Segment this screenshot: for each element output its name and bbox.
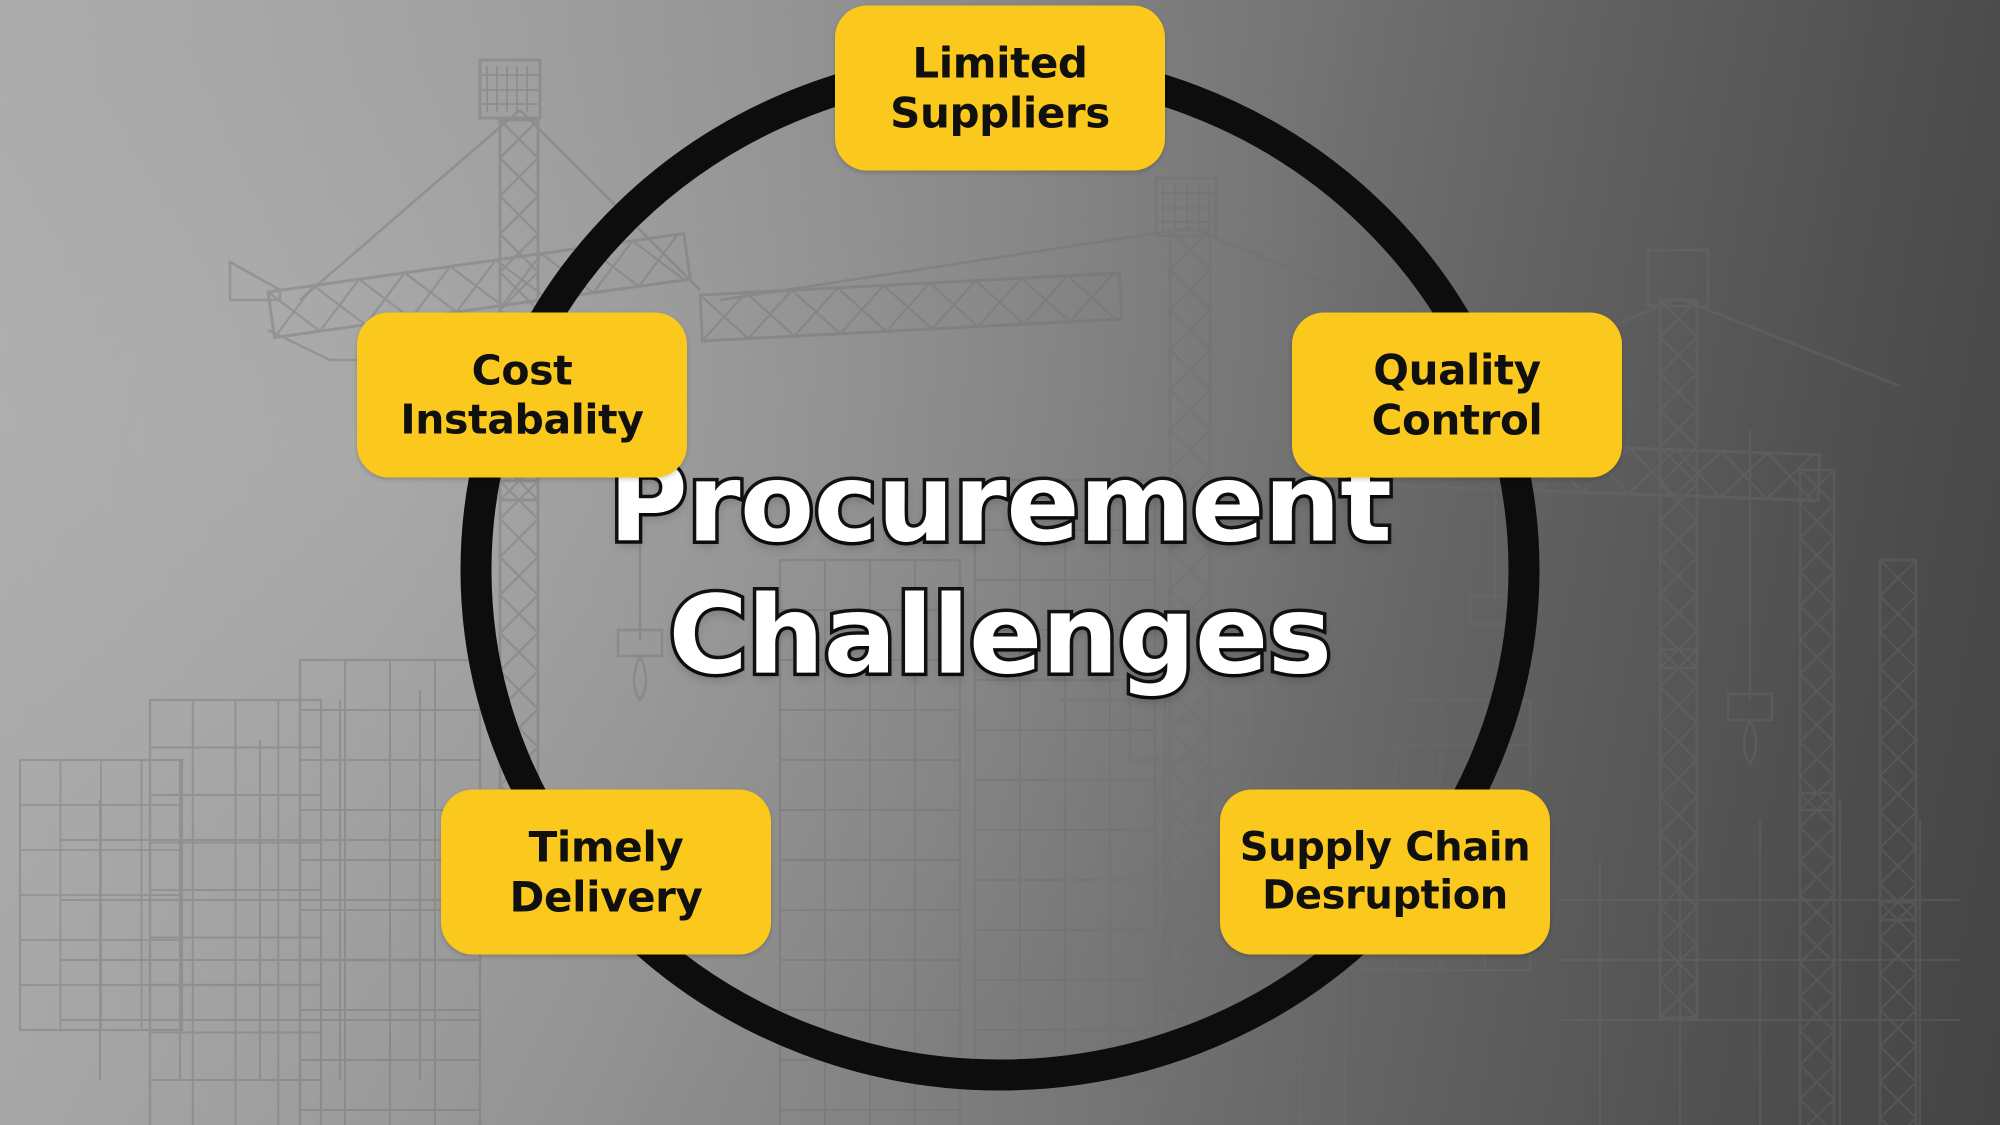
node-timely-delivery[interactable]: Timely Delivery (441, 789, 771, 955)
node-supply-chain-desruption-line-2: Desruption (1262, 872, 1508, 918)
node-supply-chain-desruption[interactable]: Supply Chain Desruption (1220, 789, 1550, 955)
node-quality-control[interactable]: Quality Control (1292, 312, 1622, 478)
node-cost-instabality-line-2: Instabality (400, 395, 644, 443)
page-title: Procurement Challenges (510, 438, 1490, 702)
node-limited-suppliers-line-1: Limited (912, 38, 1088, 88)
node-quality-control-line-1: Quality (1373, 345, 1541, 395)
node-cost-instabality-line-1: Cost (471, 346, 573, 395)
node-timely-delivery-line-2: Delivery (509, 872, 703, 921)
page-title-line-2: Challenges (665, 570, 1336, 702)
node-quality-control-line-2: Control (1371, 395, 1543, 444)
node-limited-suppliers[interactable]: Limited Suppliers (835, 5, 1165, 171)
node-cost-instabality[interactable]: Cost Instabality (357, 312, 687, 478)
node-limited-suppliers-line-2: Suppliers (890, 88, 1110, 137)
node-supply-chain-desruption-line-1: Supply Chain (1239, 824, 1531, 871)
node-timely-delivery-line-1: Timely (528, 822, 684, 872)
